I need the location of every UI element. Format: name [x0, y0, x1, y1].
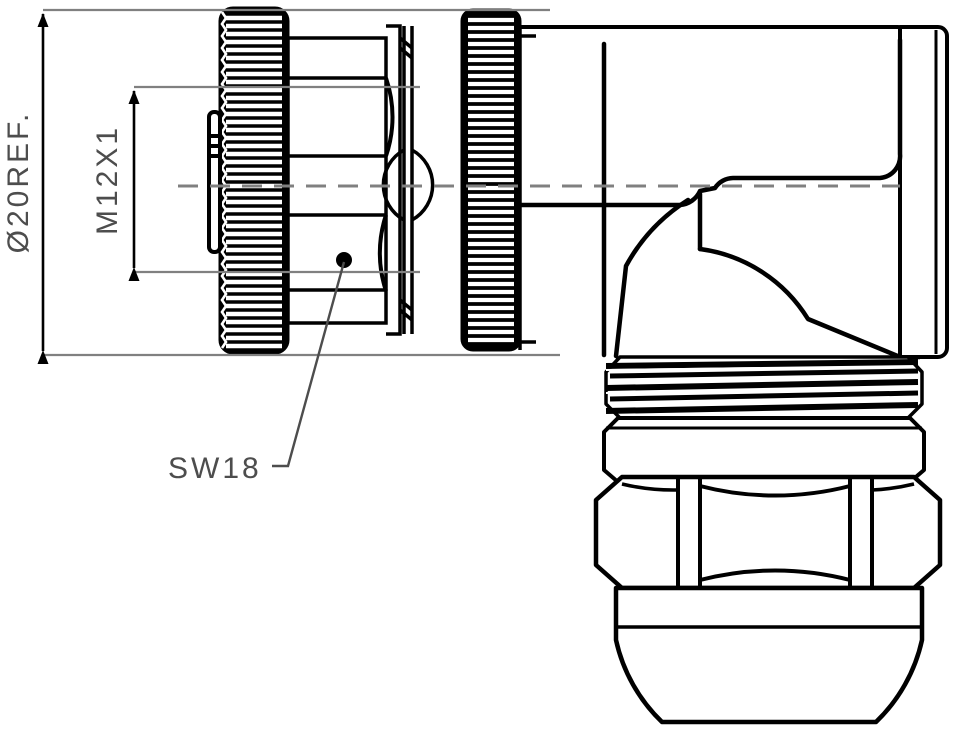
dimension-label-outer-diameter: Ø20REF. — [2, 111, 35, 254]
gland-collar — [602, 416, 926, 484]
callout-label-sw18: SW18 — [168, 452, 262, 485]
hex-body-sw18 — [286, 36, 395, 325]
hex-nut-gland — [593, 474, 943, 591]
dimension-thread-size: M12X1 — [91, 85, 420, 281]
knurl-to-body-shoulder — [518, 27, 536, 350]
elbow-inner-bore — [517, 37, 903, 360]
knurled-ring-right — [460, 8, 522, 352]
retaining-ring — [381, 24, 435, 336]
callout-dot-sw18 — [336, 252, 352, 268]
callout-leader-sw18 — [272, 261, 346, 468]
callout-sw18: SW18 — [168, 252, 352, 485]
dimension-outer-diameter: Ø20REF. — [2, 8, 560, 364]
cable-seal-cap — [613, 585, 925, 725]
main-body-elbow — [518, 25, 902, 357]
knurled-coupling-nut-left — [218, 6, 290, 355]
right-end-cap — [898, 25, 949, 359]
dimension-label-thread-size: M12X1 — [91, 125, 124, 235]
gland-thread — [604, 355, 924, 420]
coupling-nut-key-tab — [207, 110, 222, 254]
